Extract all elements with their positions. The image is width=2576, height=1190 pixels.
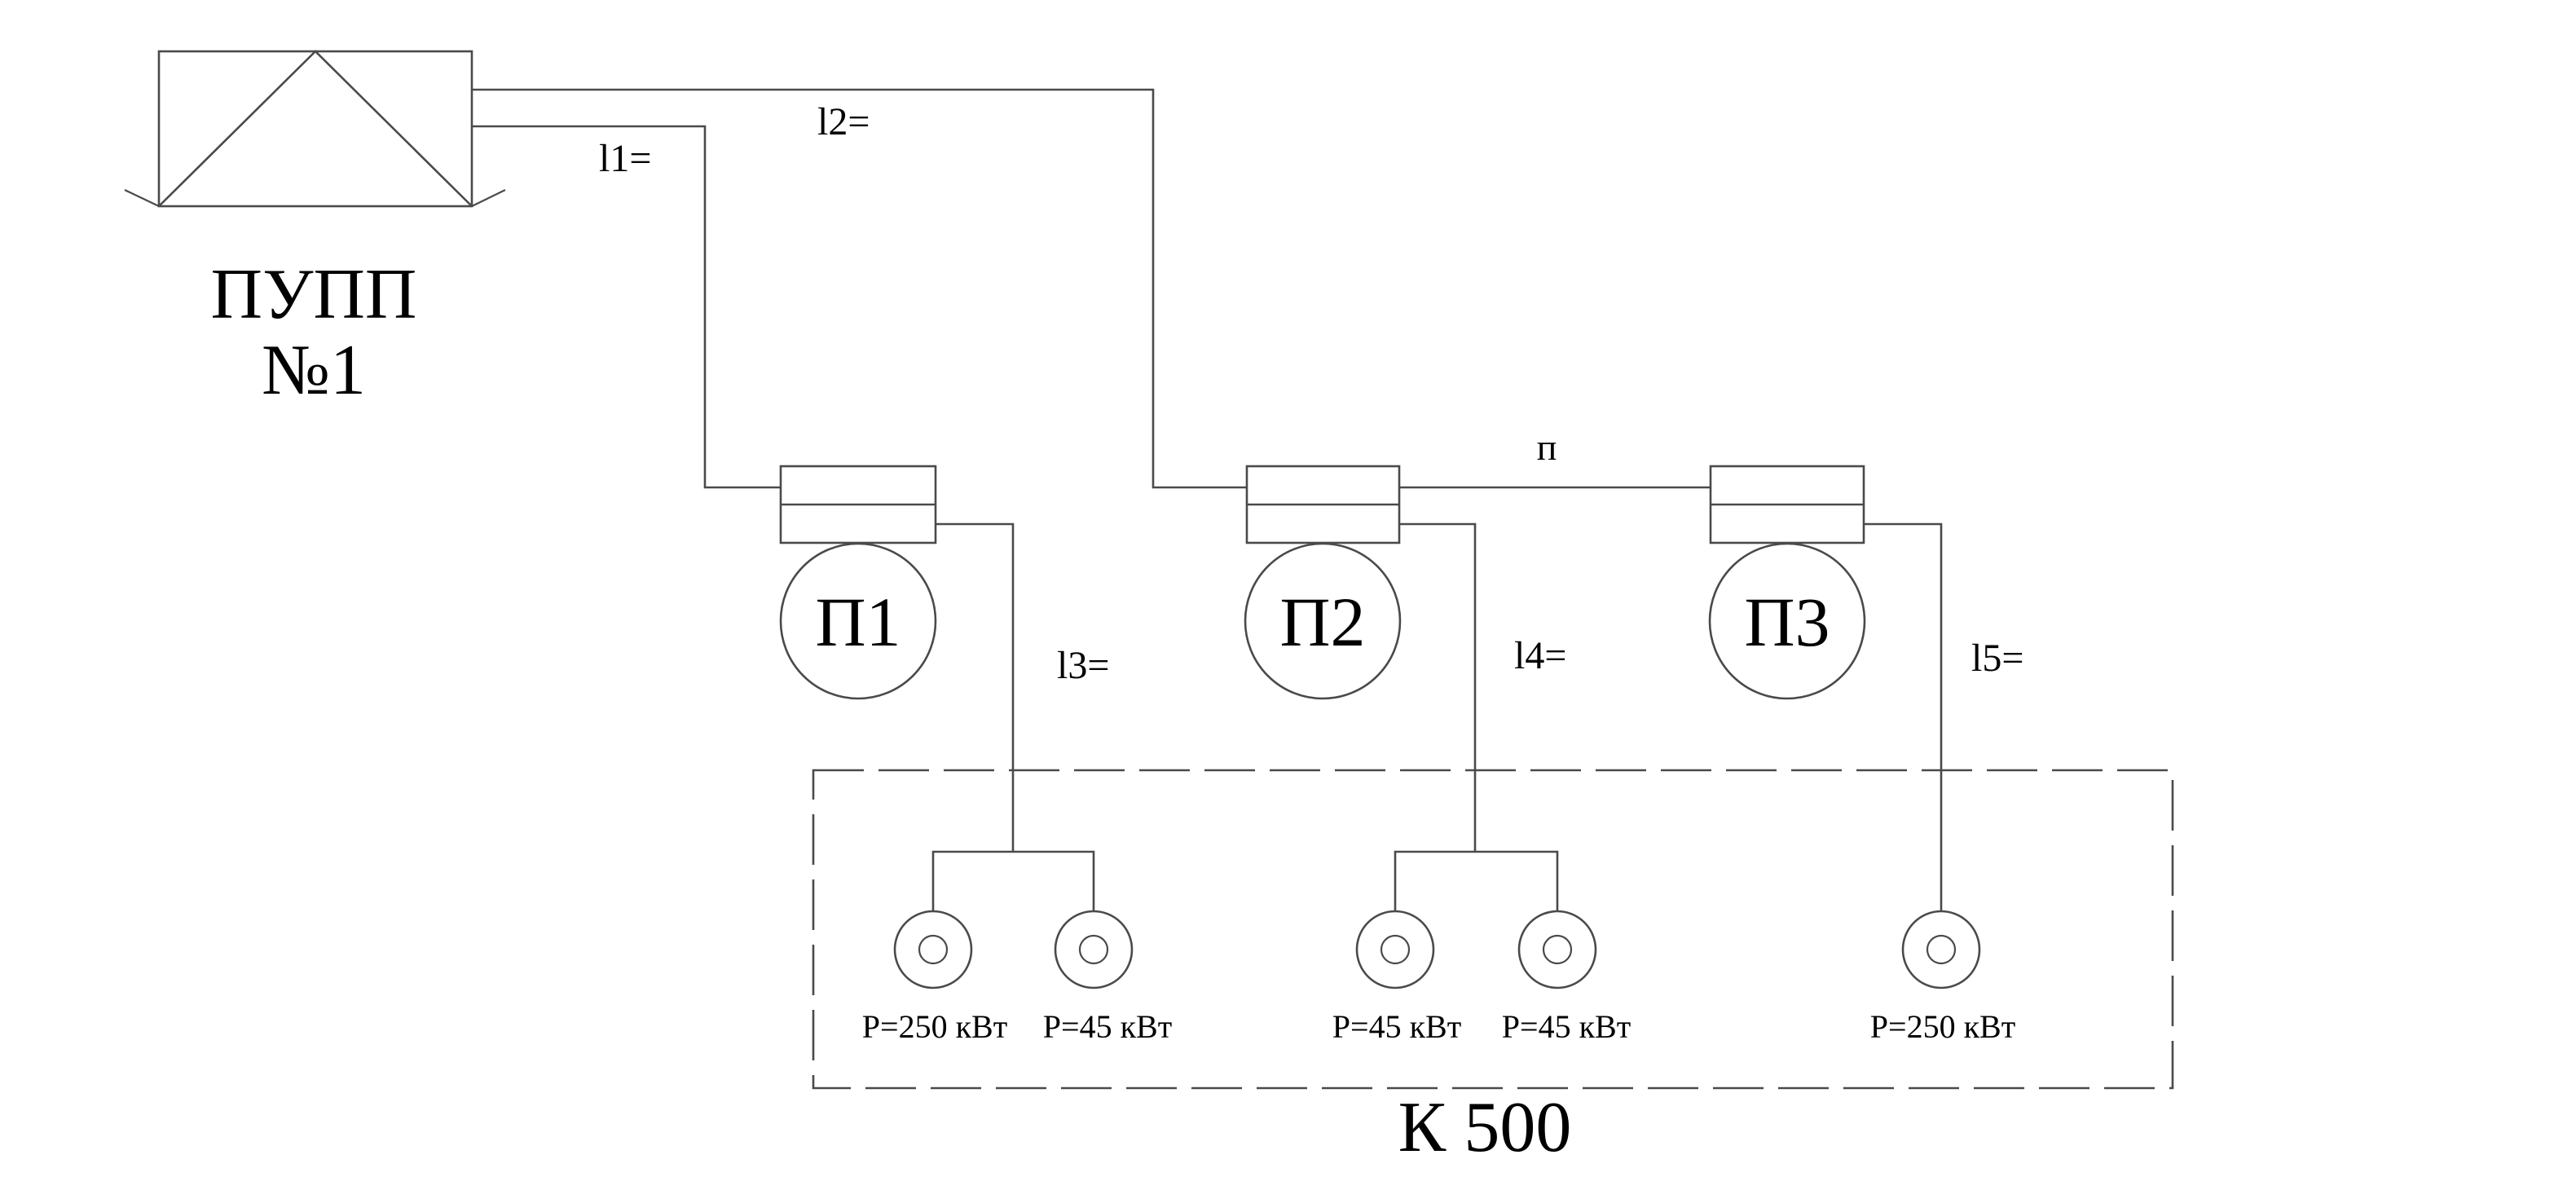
- load-bus-1: [931, 850, 1095, 910]
- load-4-power: Р=45 кВт: [1502, 1008, 1631, 1045]
- motor-3: [1355, 910, 1435, 989]
- group-boundary: [812, 769, 2174, 1090]
- cable-l4-label: l4=: [1514, 634, 1566, 677]
- starter-p2-label: П2: [1279, 583, 1365, 661]
- motor-5: [1901, 910, 1981, 989]
- starter-p3: [1708, 465, 1866, 700]
- starter-p1: [779, 465, 937, 700]
- starter-p3-label: П3: [1744, 583, 1830, 661]
- load-bus-2: [1394, 850, 1559, 910]
- cable-l1-label: l1=: [599, 137, 651, 180]
- load-3-power: Р=45 кВт: [1332, 1008, 1461, 1045]
- cable-l4: [1399, 522, 1477, 852]
- motor-2: [1054, 910, 1134, 989]
- cable-l2-label: l2=: [817, 100, 870, 143]
- starter-p2: [1244, 465, 1402, 700]
- motor-4: [1517, 910, 1597, 989]
- cable-bridge-label: п: [1537, 426, 1557, 468]
- cable-l2: [472, 88, 1247, 489]
- substation-symbol: [124, 50, 506, 208]
- load-5-power: Р=250 кВт: [1870, 1008, 2015, 1045]
- motor-1: [893, 910, 973, 989]
- load-2-power: Р=45 кВт: [1043, 1008, 1172, 1045]
- cable-l5: [1864, 522, 1943, 910]
- cable-l3: [936, 522, 1015, 852]
- substation-number: №1: [262, 331, 366, 410]
- cable-l5-label: l5=: [1971, 637, 2023, 680]
- group-label: К 500: [1398, 1088, 1572, 1167]
- cable-l3-label: l3=: [1057, 644, 1109, 687]
- load-1-power: Р=250 кВт: [862, 1008, 1007, 1045]
- starter-p1-label: П1: [815, 583, 900, 661]
- substation-name: ПУПП: [211, 255, 417, 334]
- cable-l1: [472, 125, 781, 489]
